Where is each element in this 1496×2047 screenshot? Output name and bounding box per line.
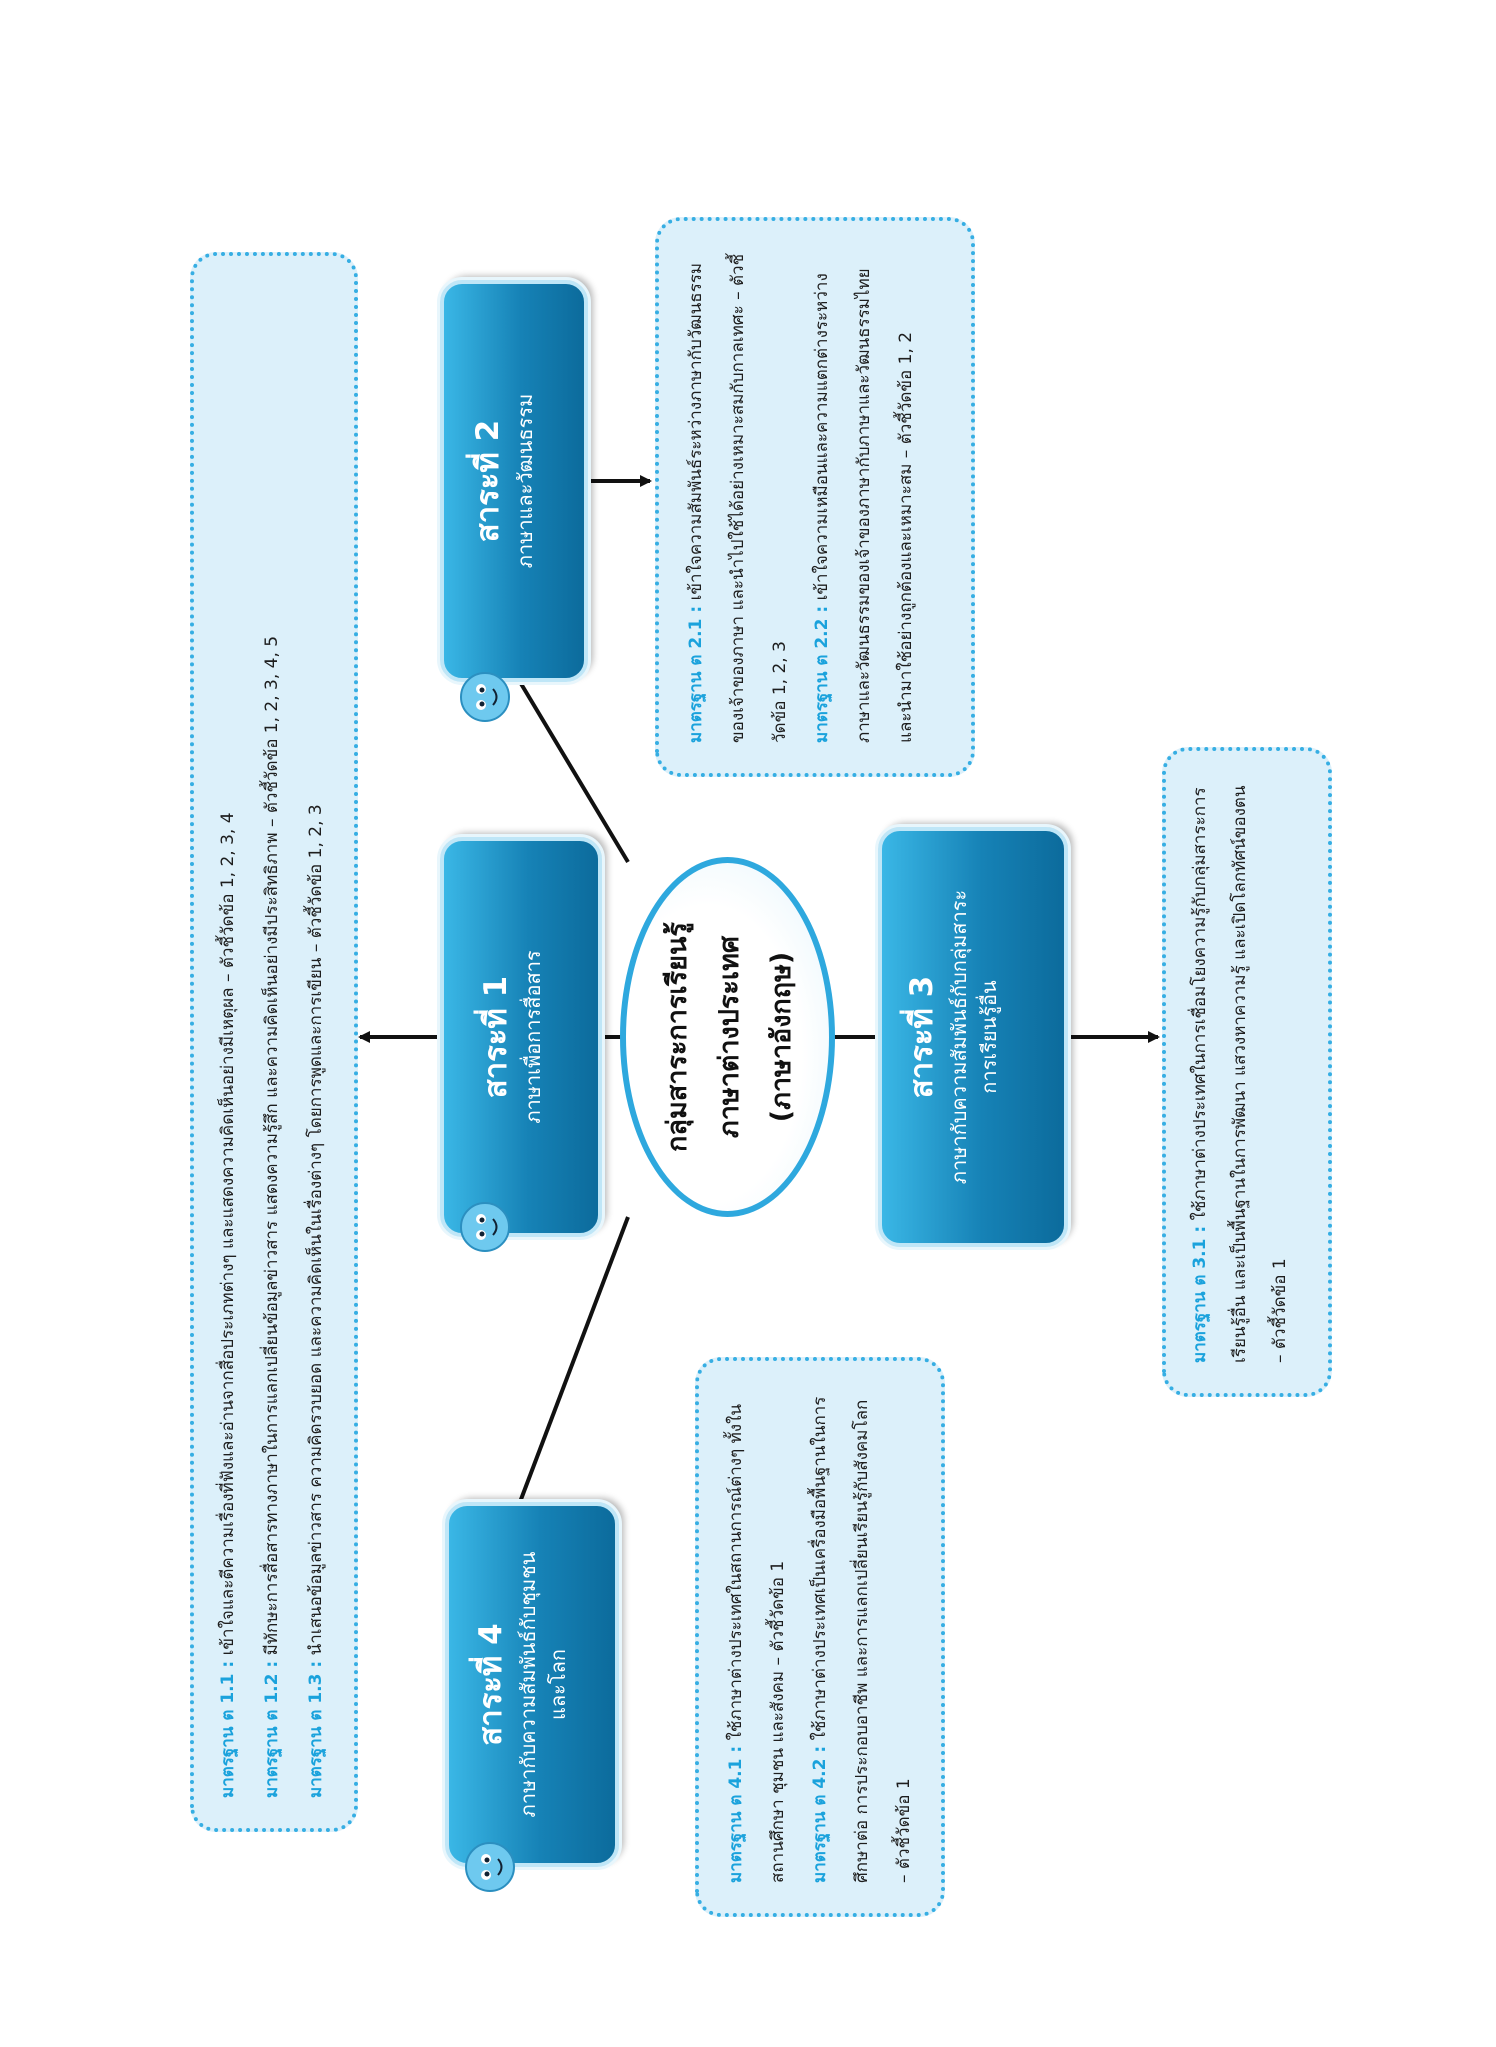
standard-label: มาตรฐาน ต 3.1 : — [1190, 1225, 1210, 1363]
standard-3-1: มาตรฐาน ต 3.1 : ใช้ภาษาต่างประเทศในการเช… — [1180, 781, 1300, 1363]
topic-subtitle: ภาษาและวัฒนธรรม — [513, 393, 537, 569]
standard-text: มีทักษะการสื่อสารทางภาษาในการแลกเปลี่ยนข… — [262, 635, 282, 1656]
line-center-topic4 — [518, 1216, 630, 1503]
standard-text: เข้าใจและตีความเรื่องที่ฟังและอ่านจากสื่… — [218, 812, 238, 1656]
topic-2: สาระที่ 2 ภาษาและวัฒนธรรม — [440, 280, 588, 682]
topic-title: สาระที่ 3 — [904, 975, 940, 1099]
standards-box-topic1: มาตรฐาน ต 1.1 : เข้าใจและตีความเรื่องที่… — [190, 252, 358, 1832]
center-line3: (ภาษาอังกฤษ) — [766, 951, 797, 1123]
mascot-icon — [465, 1842, 515, 1892]
topic-title: สาระที่ 2 — [470, 419, 506, 543]
line-center-topic2 — [518, 680, 630, 864]
topic-title: สาระที่ 1 — [478, 975, 514, 1099]
standard-1-2: มาตรฐาน ต 1.2 : มีทักษะการสื่อสารทางภาษา… — [250, 286, 294, 1798]
topic-3: สาระที่ 3 ภาษากับความสัมพันธ์กับกลุ่มสาร… — [878, 827, 1068, 1247]
standard-2-1: มาตรฐาน ต 2.1 : เข้าใจความสัมพันธ์ระหว่า… — [675, 251, 801, 743]
topic-subtitle: ภาษากับความสัมพันธ์กับชุมชนและโลก — [516, 1551, 570, 1818]
standard-label: มาตรฐาน ต 2.2 : — [812, 605, 832, 743]
standard-4-2: มาตรฐาน ต 4.2 : ใช้ภาษาต่างประเทศเป็นเคร… — [799, 1391, 925, 1883]
topic-subtitle: ภาษาเพื่อการสื่อสาร — [521, 950, 545, 1124]
standards-box-topic3: มาตรฐาน ต 3.1 : ใช้ภาษาต่างประเทศในการเช… — [1162, 747, 1332, 1397]
topic-subtitle: ภาษากับความสัมพันธ์กับกลุ่มสาระการเรียนร… — [947, 889, 1001, 1185]
standard-label: มาตรฐาน ต 1.2 : — [262, 1660, 282, 1798]
standard-label: มาตรฐาน ต 1.3 : — [306, 1660, 326, 1798]
standard-label: มาตรฐาน ต 2.1 : — [686, 605, 706, 743]
standard-text: นำเสนอข้อมูลข่าวสาร ความคิดรวบยอด และควา… — [306, 804, 326, 1656]
standards-box-topic2: มาตรฐาน ต 2.1 : เข้าใจความสัมพันธ์ระหว่า… — [655, 217, 975, 777]
center-line2: ภาษาต่างประเทศ — [714, 935, 745, 1139]
standard-1-1: มาตรฐาน ต 1.1 : เข้าใจและตีความเรื่องที่… — [206, 286, 250, 1798]
mascot-icon — [460, 672, 510, 722]
topic-title: สาระที่ 4 — [473, 1623, 509, 1746]
standard-label: มาตรฐาน ต 4.2 : — [810, 1745, 830, 1883]
standard-1-3: มาตรฐาน ต 1.3 : นำเสนอข้อมูลข่าวสาร ความ… — [294, 286, 338, 1798]
standard-4-1: มาตรฐาน ต 4.1 : ใช้ภาษาต่างประเทศในสถานก… — [715, 1391, 799, 1883]
standard-label: มาตรฐาน ต 1.1 : — [218, 1660, 238, 1798]
center-line1: กลุ่มสาระการเรียนรู้ — [662, 922, 693, 1152]
topic-4: สาระที่ 4 ภาษากับความสัมพันธ์กับชุมชนและ… — [445, 1502, 619, 1867]
center-topic: กลุ่มสาระการเรียนรู้ ภาษาต่างประเทศ (ภาษ… — [620, 857, 835, 1217]
mascot-icon — [460, 1202, 510, 1252]
standard-label: มาตรฐาน ต 4.1 : — [726, 1745, 746, 1883]
standard-2-2: มาตรฐาน ต 2.2 : เข้าใจความเหมือนและความแ… — [801, 251, 927, 743]
standards-box-topic4: มาตรฐาน ต 4.1 : ใช้ภาษาต่างประเทศในสถานก… — [695, 1357, 945, 1917]
topic-1: สาระที่ 1 ภาษาเพื่อการสื่อสาร — [440, 837, 602, 1237]
